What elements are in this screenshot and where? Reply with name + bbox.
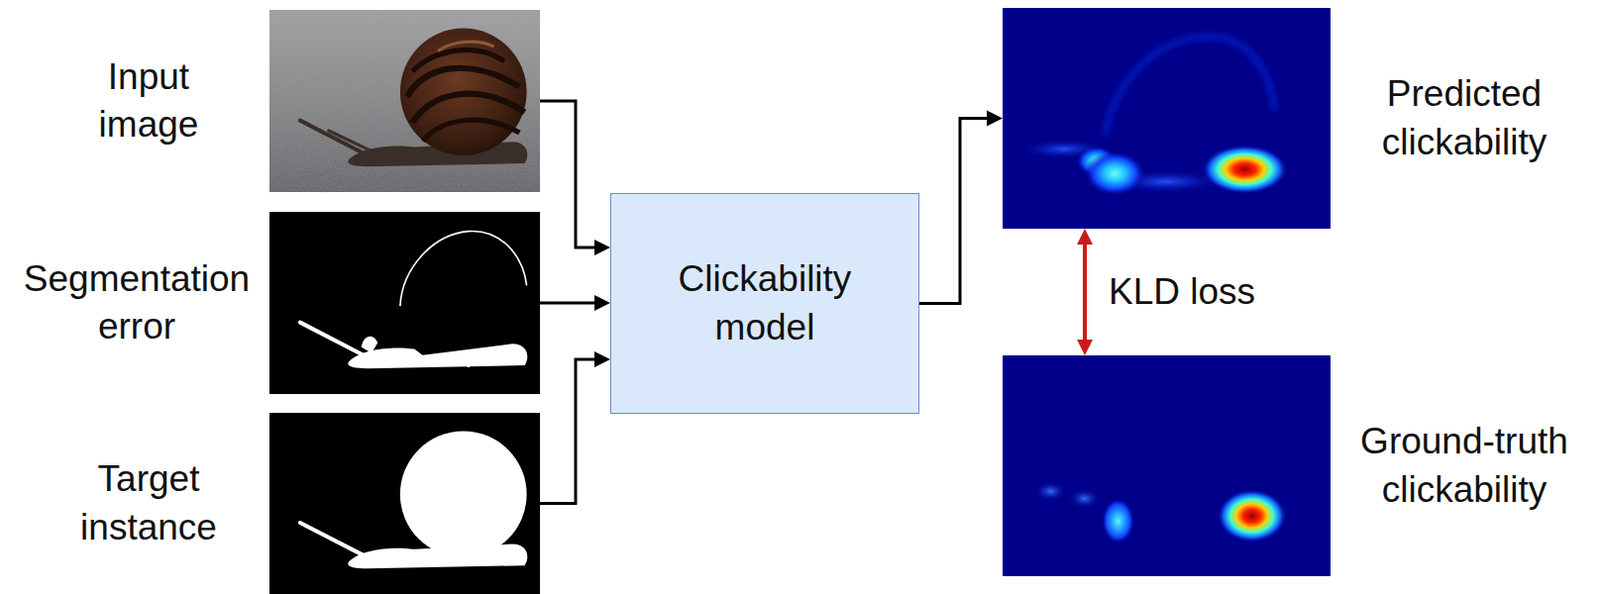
connector-line <box>539 101 595 248</box>
node-label: Predicted clickability <box>1345 70 1584 166</box>
node-label: Ground-truth clickability <box>1345 418 1584 514</box>
node-label: Input image <box>64 53 233 149</box>
predicted-heatmap <box>1002 7 1331 229</box>
process-box: Clickability model <box>610 193 920 415</box>
node-label: Target instance <box>64 455 233 551</box>
heatmap-panel: Ground-truth clickability <box>1002 355 1331 577</box>
error-mask <box>269 212 540 395</box>
arrow-head <box>1076 339 1093 356</box>
connector-line <box>539 302 595 306</box>
image-panel: Segmentation error <box>269 212 540 395</box>
target-mask <box>269 413 540 594</box>
heatmap-panel: Predicted clickability <box>1002 7 1331 229</box>
connector-line <box>539 359 595 505</box>
connector-line <box>919 118 987 305</box>
connector <box>539 351 611 505</box>
connector <box>1076 228 1093 356</box>
arrow-head <box>1076 228 1093 245</box>
connector-line <box>1082 244 1087 340</box>
node-label: Clickability model <box>650 255 879 351</box>
connector <box>539 295 611 312</box>
arrow-head <box>986 110 1003 127</box>
connector <box>539 101 611 256</box>
image-panel: Input image <box>269 9 540 193</box>
arrow-head <box>594 239 611 256</box>
connector <box>919 110 1003 305</box>
image-panel: Target instance <box>269 413 540 594</box>
arrow-head <box>594 351 611 368</box>
edge-label: KLD loss <box>1104 268 1260 317</box>
arrow-head <box>594 295 611 312</box>
node-label: Segmentation error <box>7 255 266 351</box>
ground-truth-heatmap <box>1002 355 1331 577</box>
snail-photo <box>269 9 540 193</box>
